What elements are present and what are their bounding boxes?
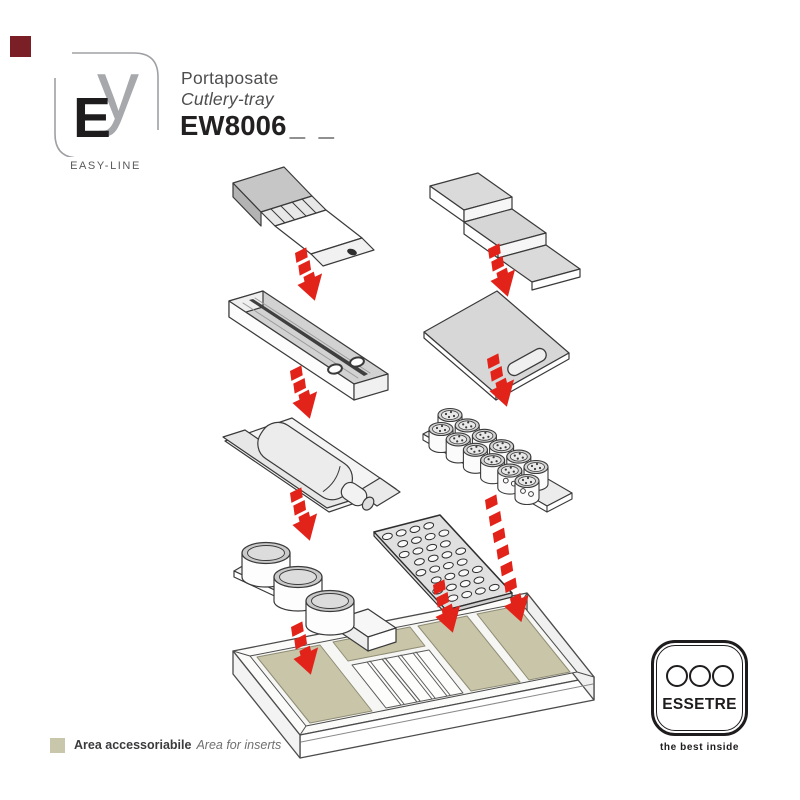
red-down-arrow [295, 247, 323, 301]
logo-letter-y: y [97, 43, 139, 137]
cutting-board-insert [423, 290, 570, 401]
product-code-placeholder: _ _ [289, 110, 337, 141]
tray-compartment-left [256, 644, 373, 724]
red-down-arrow [291, 621, 319, 675]
circle-icon [665, 665, 688, 687]
round-canisters-insert [233, 541, 397, 652]
circle-icon [688, 665, 711, 687]
bottle-holder-insert [222, 417, 401, 513]
red-down-arrow [485, 494, 529, 623]
red-down-arrow [290, 365, 318, 419]
logo-bracket-bottom [54, 78, 77, 157]
red-down-arrow [433, 579, 461, 633]
knife-block-insert [232, 166, 375, 267]
cutlery-tray-base [232, 592, 595, 759]
essetre-tagline: the best inside [659, 742, 739, 753]
legend-label-italian: Area accessoriabile [74, 738, 192, 752]
red-down-arrow [290, 487, 318, 541]
assembly-arrows [290, 243, 529, 675]
product-code-value: EW8006 [180, 110, 287, 141]
legend-color-swatch [50, 738, 65, 753]
product-code: EW8006_ _ [180, 110, 337, 142]
essetre-logo: ESSETRE [651, 640, 748, 736]
stepped-spice-insert [429, 172, 581, 291]
essetre-circles-icon [654, 665, 745, 687]
logo-letter-e: E [73, 86, 111, 150]
easy-line-label: EASY-LINE [70, 160, 141, 172]
logo-bracket-top [72, 52, 159, 130]
product-title-english: Cutlery-tray [181, 89, 274, 109]
red-down-arrow [487, 353, 515, 407]
legend-label-english: Area for inserts [196, 738, 282, 752]
red-down-arrow [488, 243, 516, 297]
tray-compartment-right [476, 605, 571, 681]
ey-easyline-logo: y E [54, 43, 159, 157]
spice-jars-insert [422, 407, 573, 513]
essetre-name: ESSETRE [662, 696, 737, 713]
line-color-square [10, 36, 31, 57]
knife-sharpener-bar [228, 290, 389, 401]
grid-mat-insert [373, 514, 513, 615]
legend-label: Area accessoriabile Area for inserts [74, 738, 281, 752]
tray-cutlery-slots [351, 649, 464, 709]
product-title-italian: Portaposate [181, 68, 279, 88]
circle-icon [711, 665, 734, 687]
essetre-logo-inner-border [656, 645, 743, 731]
